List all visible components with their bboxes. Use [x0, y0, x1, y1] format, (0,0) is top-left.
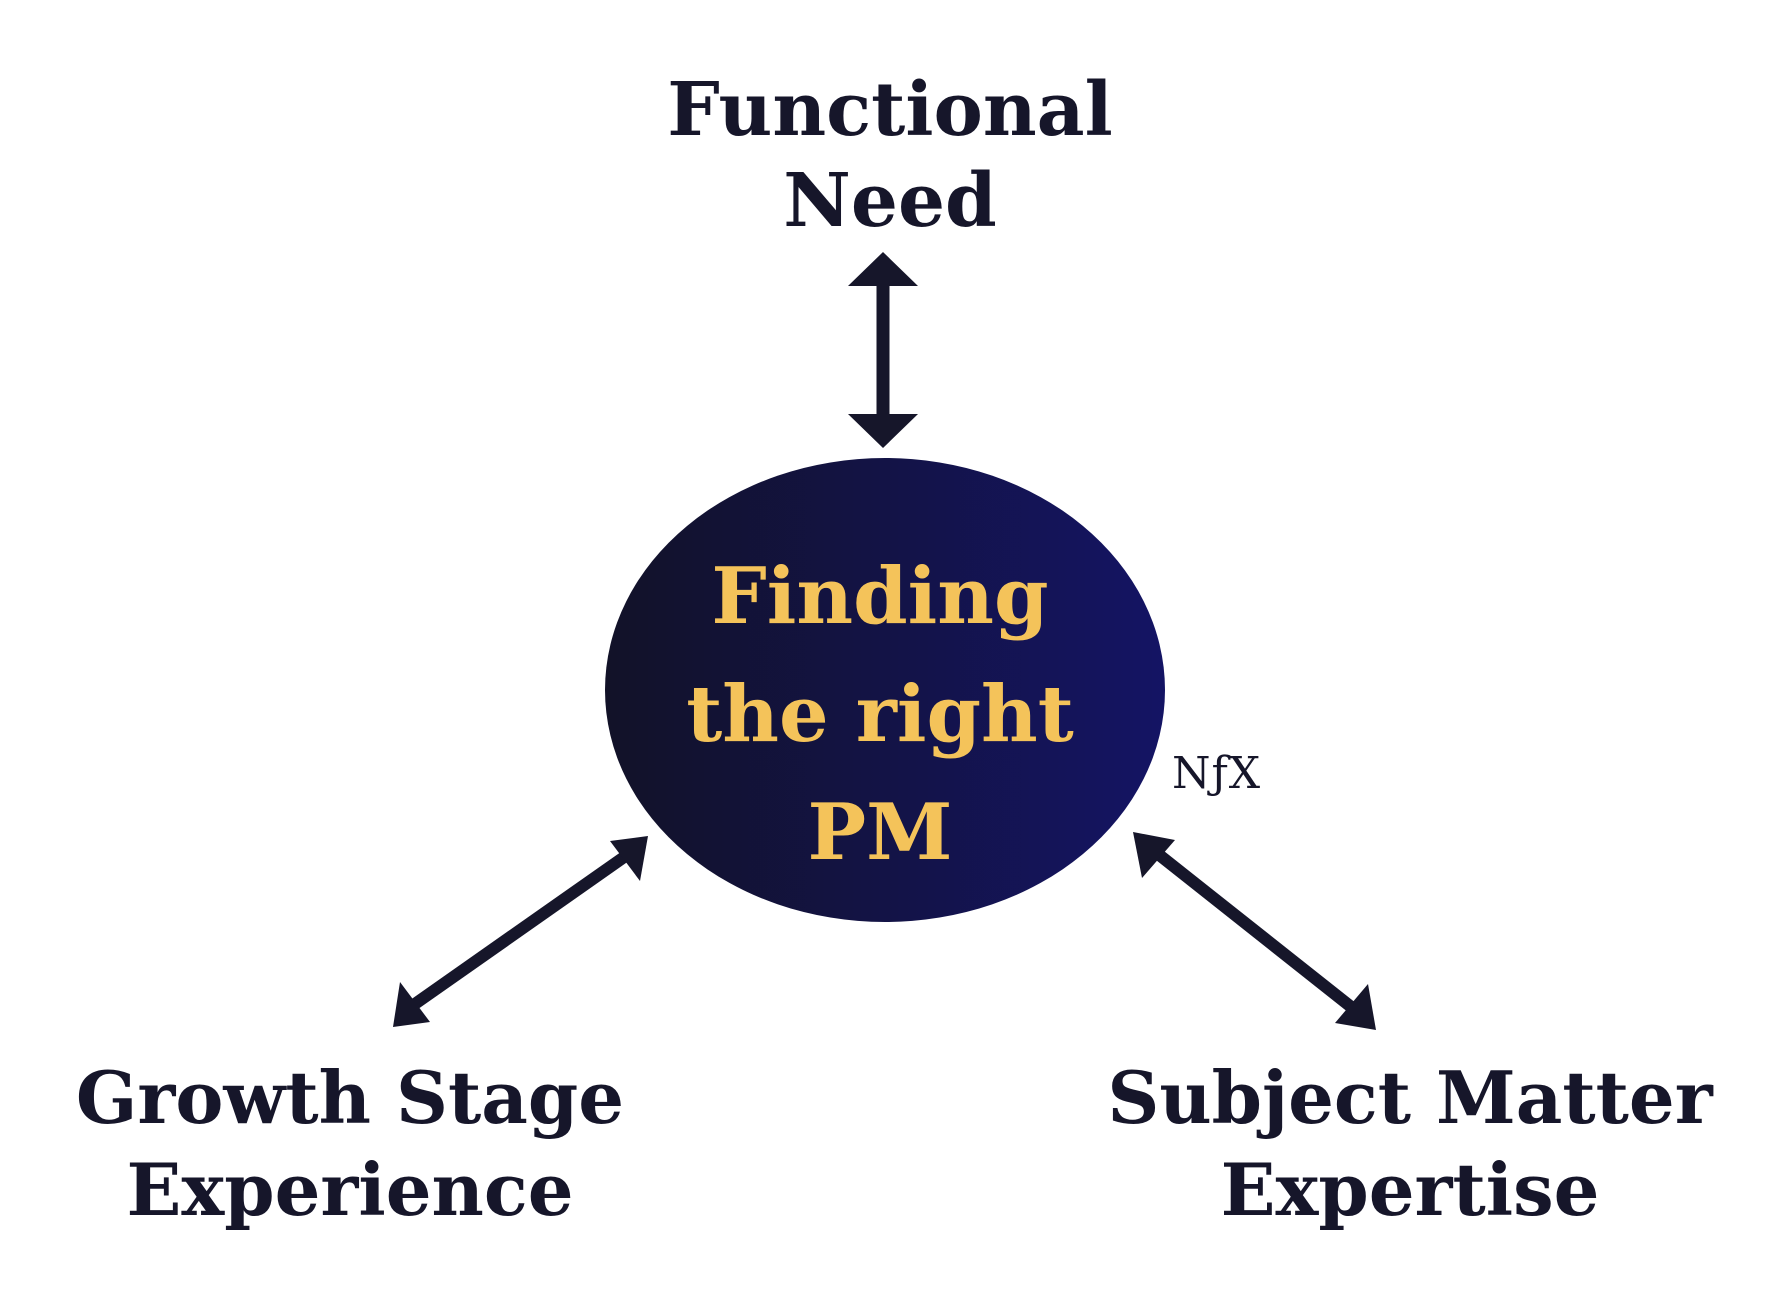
arrow-bottom-right — [1133, 832, 1376, 1030]
arrow-top — [848, 252, 918, 448]
center-ellipse — [605, 458, 1165, 922]
center-label-line-2: the right — [686, 669, 1074, 760]
node-functional-need-line-1: Functional — [667, 67, 1113, 153]
node-functional-need-line-2: Need — [783, 158, 997, 244]
center-label-line-3: PM — [807, 787, 953, 878]
node-subject-matter-line-1: Subject Matter — [1107, 1055, 1713, 1140]
node-subject-matter-expertise: Subject Matter Expertise — [1100, 1052, 1720, 1236]
node-growth-stage-line-1: Growth Stage — [75, 1055, 625, 1140]
arrow-bottom-left — [393, 836, 648, 1027]
node-subject-matter-line-2: Expertise — [1220, 1147, 1600, 1232]
center-label: Finding the right PM — [640, 538, 1120, 892]
nfx-logo: NƒX — [1172, 748, 1262, 799]
node-growth-stage-experience: Growth Stage Experience — [40, 1052, 660, 1236]
node-functional-need: Functional Need — [590, 65, 1190, 247]
node-growth-stage-line-2: Experience — [126, 1147, 574, 1232]
center-label-line-1: Finding — [711, 551, 1049, 642]
